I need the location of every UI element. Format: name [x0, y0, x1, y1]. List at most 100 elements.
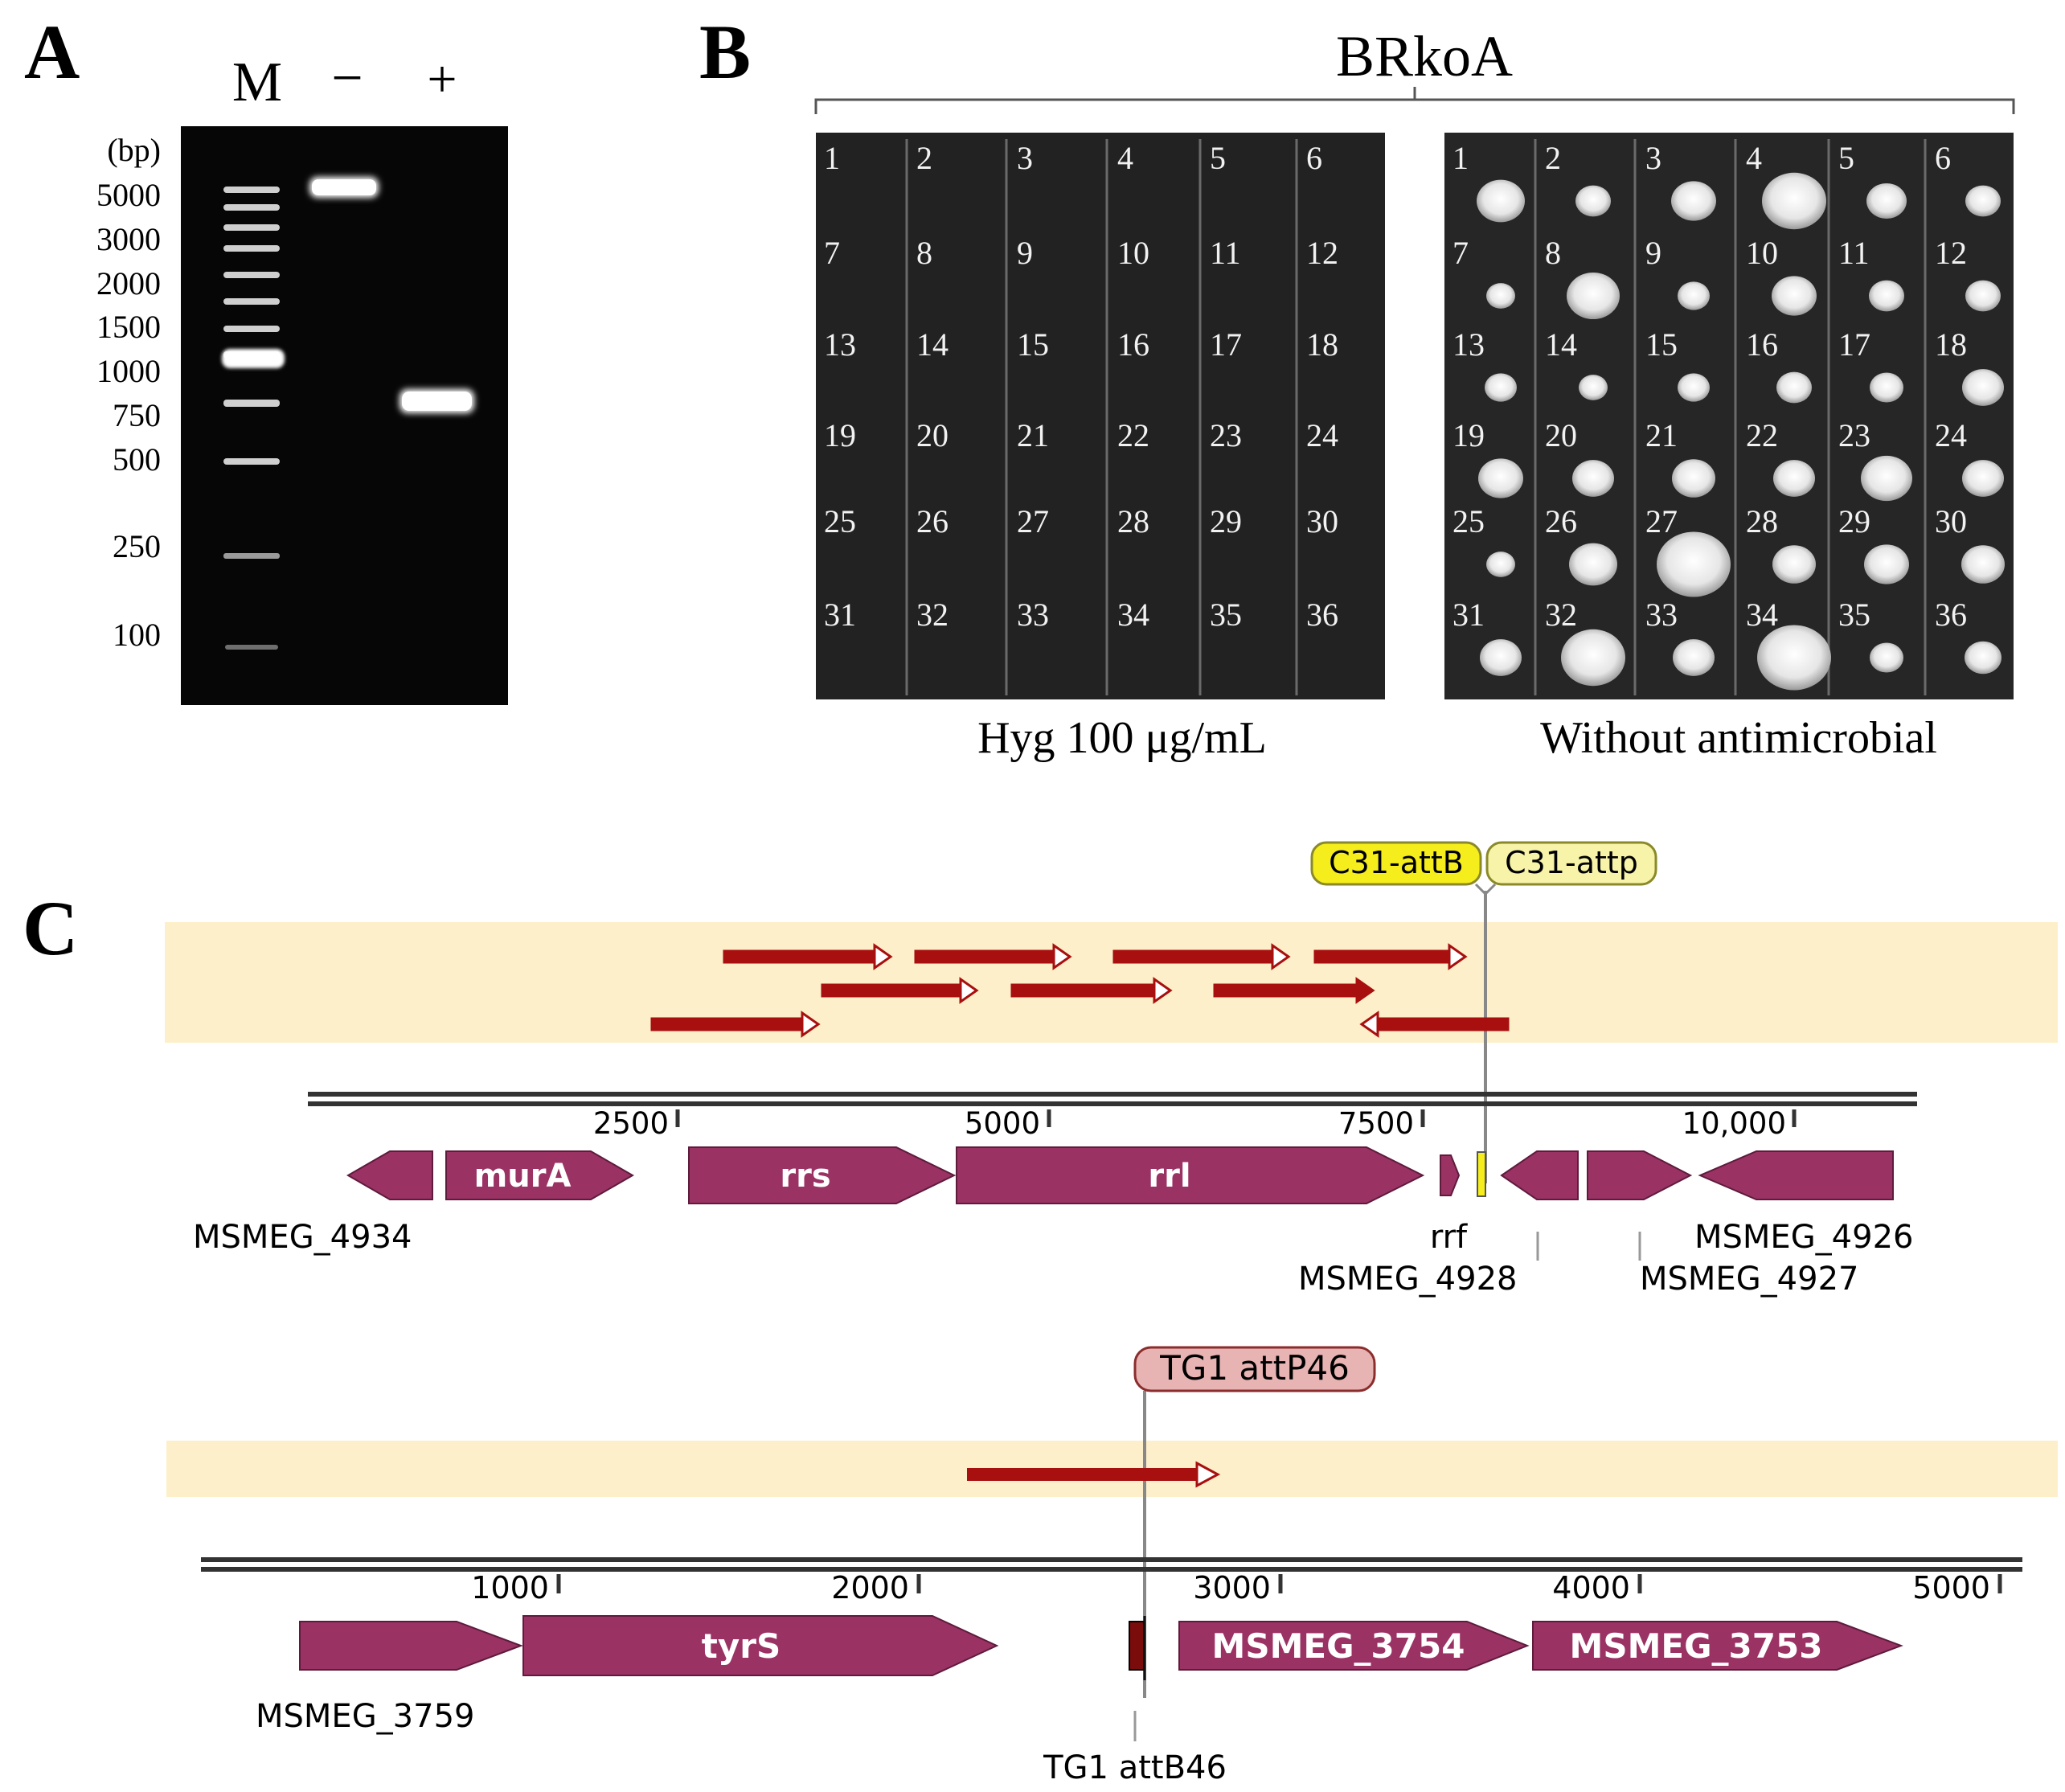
colony-spot	[1485, 373, 1517, 402]
colony-spot	[1772, 545, 1816, 584]
well-number: 7	[824, 235, 840, 271]
tick-label: 1000	[471, 1570, 549, 1605]
gene-label-msmeg3754: MSMEG_3754	[1212, 1626, 1465, 1666]
well-number: 30	[1306, 503, 1338, 539]
gene-arrows	[346, 1146, 1894, 1204]
colony-spot	[1961, 545, 2005, 584]
gene-label-msmeg4928: MSMEG_4928	[1298, 1261, 1517, 1298]
read-arrow	[1213, 977, 1375, 1004]
well-number: 26	[1545, 503, 1577, 539]
gene-label-leaders	[1536, 1232, 1641, 1261]
gel-image	[181, 126, 508, 705]
tick-label: 7500	[1338, 1106, 1414, 1141]
gene-label-rrf: rrf	[1430, 1219, 1468, 1256]
panel-a-letter: A	[24, 9, 80, 95]
panel-b-letter: B	[699, 9, 751, 95]
tag-tg1-attp46	[1133, 1346, 1376, 1392]
well-number: 33	[1017, 597, 1049, 633]
gene-msmeg3759-arrow	[299, 1621, 523, 1671]
ladder-label: 500	[113, 441, 161, 478]
gene-label-rrl: rrl	[1148, 1158, 1190, 1195]
read-arrow	[967, 1461, 1221, 1488]
ladder-label: 750	[113, 397, 161, 433]
well-number: 20	[1545, 417, 1577, 453]
tag-tg1-attp46-label: TG1 attP46	[1159, 1348, 1350, 1388]
well-number: 4	[1117, 140, 1133, 176]
well-number: 17	[1838, 326, 1870, 363]
gene-msmeg3753-arrow	[1532, 1621, 1903, 1671]
colony-spot	[1561, 629, 1625, 687]
map-tg1: TG1 attP46 1000 2000 3000 4000 5000	[166, 1346, 2058, 1786]
colony-spot	[1962, 369, 2004, 406]
att-site-box	[1477, 1151, 1486, 1197]
colony-spot	[1673, 639, 1715, 676]
well-number: 35	[1838, 597, 1870, 633]
ladder-label: 250	[113, 528, 161, 564]
gene-arrows	[299, 1615, 1903, 1676]
gene-rrl-arrow	[956, 1146, 1425, 1204]
colony-spot	[1671, 181, 1716, 221]
well-number: 28	[1117, 503, 1149, 539]
colony-spot	[1864, 544, 1909, 584]
read-track	[165, 922, 2058, 1043]
well-number: 5	[1838, 140, 1854, 176]
panel-c-letter: C	[23, 885, 78, 971]
well-number: 2	[1545, 140, 1561, 176]
gene-label-tg1-attb46: TG1 attB46	[1043, 1749, 1227, 1786]
colony-spot	[1869, 280, 1904, 312]
gene-label-rrs: rrs	[780, 1158, 830, 1195]
well-number: 16	[1746, 326, 1778, 363]
gene-label-tyrs: tyrS	[702, 1626, 781, 1666]
well-number: 21	[1017, 417, 1049, 453]
well-number: 31	[1452, 597, 1485, 633]
well-number: 18	[1935, 326, 1967, 363]
well-number: 32	[916, 597, 949, 633]
read-arrows	[650, 943, 1510, 1038]
well-number: 8	[1545, 235, 1561, 271]
ladder-label: 2000	[96, 265, 161, 301]
well-number: 35	[1210, 597, 1242, 633]
well-number: 36	[1306, 597, 1338, 633]
gene-inline-labels: murA rrs rrl	[474, 1158, 1191, 1195]
gene-label-msmeg3759: MSMEG_3759	[256, 1698, 474, 1735]
colony-spot	[1572, 460, 1614, 497]
tick-label: 2000	[831, 1570, 909, 1605]
well-number: 21	[1645, 417, 1678, 453]
read-arrow	[1112, 943, 1291, 970]
well-number: 1	[1452, 140, 1469, 176]
tick-label: 3000	[1193, 1570, 1271, 1605]
read-arrow	[1010, 977, 1173, 1004]
well-number: 3	[1017, 140, 1033, 176]
colony-spot	[1762, 172, 1826, 230]
tag-c31-attb	[1310, 841, 1482, 886]
colony-spot	[1773, 460, 1815, 497]
colony-spot	[1965, 641, 2001, 675]
well-number: 14	[1545, 326, 1577, 363]
well-number: 34	[1746, 597, 1778, 633]
colony-spot	[1480, 639, 1522, 676]
plate-no-antimicrobial	[1444, 133, 2014, 699]
colony-spot	[1672, 459, 1715, 498]
colony-spot	[1575, 185, 1611, 217]
gene-msmeg4928-arrow	[1500, 1150, 1579, 1200]
well-number: 1	[824, 140, 840, 176]
well-number: 19	[824, 417, 856, 453]
panel-a: A M − + (bp) 5000 3000 2000 1500 1000 75…	[24, 9, 508, 705]
well-number: 30	[1935, 503, 1967, 539]
well-number: 25	[824, 503, 856, 539]
well-number: 7	[1452, 235, 1469, 271]
well-number: 10	[1746, 235, 1778, 271]
tag-c31-attp	[1485, 841, 1657, 886]
strain-label: BRkoA	[1336, 24, 1513, 88]
well-number: 20	[916, 417, 949, 453]
gene-msmeg4934-arrow	[346, 1150, 433, 1200]
well-number: 29	[1838, 503, 1870, 539]
tick-label: 5000	[965, 1106, 1040, 1141]
lane-label-negative: −	[331, 47, 363, 109]
gene-msmeg3754-arrow	[1178, 1621, 1530, 1671]
well-number: 33	[1645, 597, 1678, 633]
ladder-label: 3000	[96, 221, 161, 257]
gene-inline-labels: tyrS MSMEG_3754 MSMEG_3753	[702, 1626, 1823, 1666]
